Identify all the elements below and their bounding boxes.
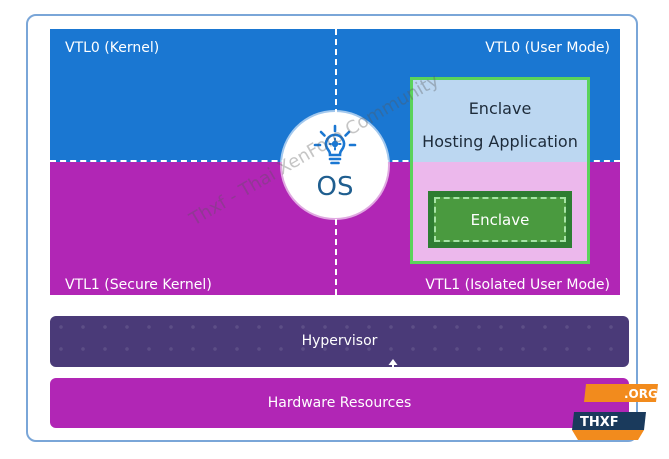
enclave-label: Enclave bbox=[470, 211, 530, 229]
badge-suffix-text: .ORG bbox=[624, 387, 658, 401]
enclave-box: Enclave bbox=[428, 191, 572, 248]
vtl1-isolated-user-label: VTL1 (Isolated User Mode) bbox=[425, 277, 610, 293]
hardware-resources-label: Hardware Resources bbox=[267, 395, 412, 411]
lightbulb-gear-icon bbox=[313, 124, 357, 165]
vtl1-secure-kernel-label: VTL1 (Secure Kernel) bbox=[65, 277, 212, 293]
os-label: OS bbox=[316, 172, 354, 202]
host-app-title-line2: Hosting Application bbox=[422, 132, 578, 151]
vtl0-user-label: VTL0 (User Mode) bbox=[485, 40, 610, 56]
os-badge: OS bbox=[282, 112, 388, 218]
hypervisor-label: Hypervisor bbox=[301, 333, 378, 349]
thxf-logo: THXF .ORG bbox=[572, 384, 658, 440]
hardware-resources-layer: Hardware Resources bbox=[50, 378, 629, 428]
vtl0-kernel-label: VTL0 (Kernel) bbox=[65, 40, 160, 56]
badge-brand-text: THXF bbox=[580, 415, 619, 430]
host-app-title-line1: Enclave bbox=[468, 99, 532, 118]
enclave-inner-border: Enclave bbox=[434, 197, 566, 242]
hypervisor-layer: Hypervisor bbox=[50, 316, 629, 367]
up-arrow-icon bbox=[388, 297, 398, 315]
